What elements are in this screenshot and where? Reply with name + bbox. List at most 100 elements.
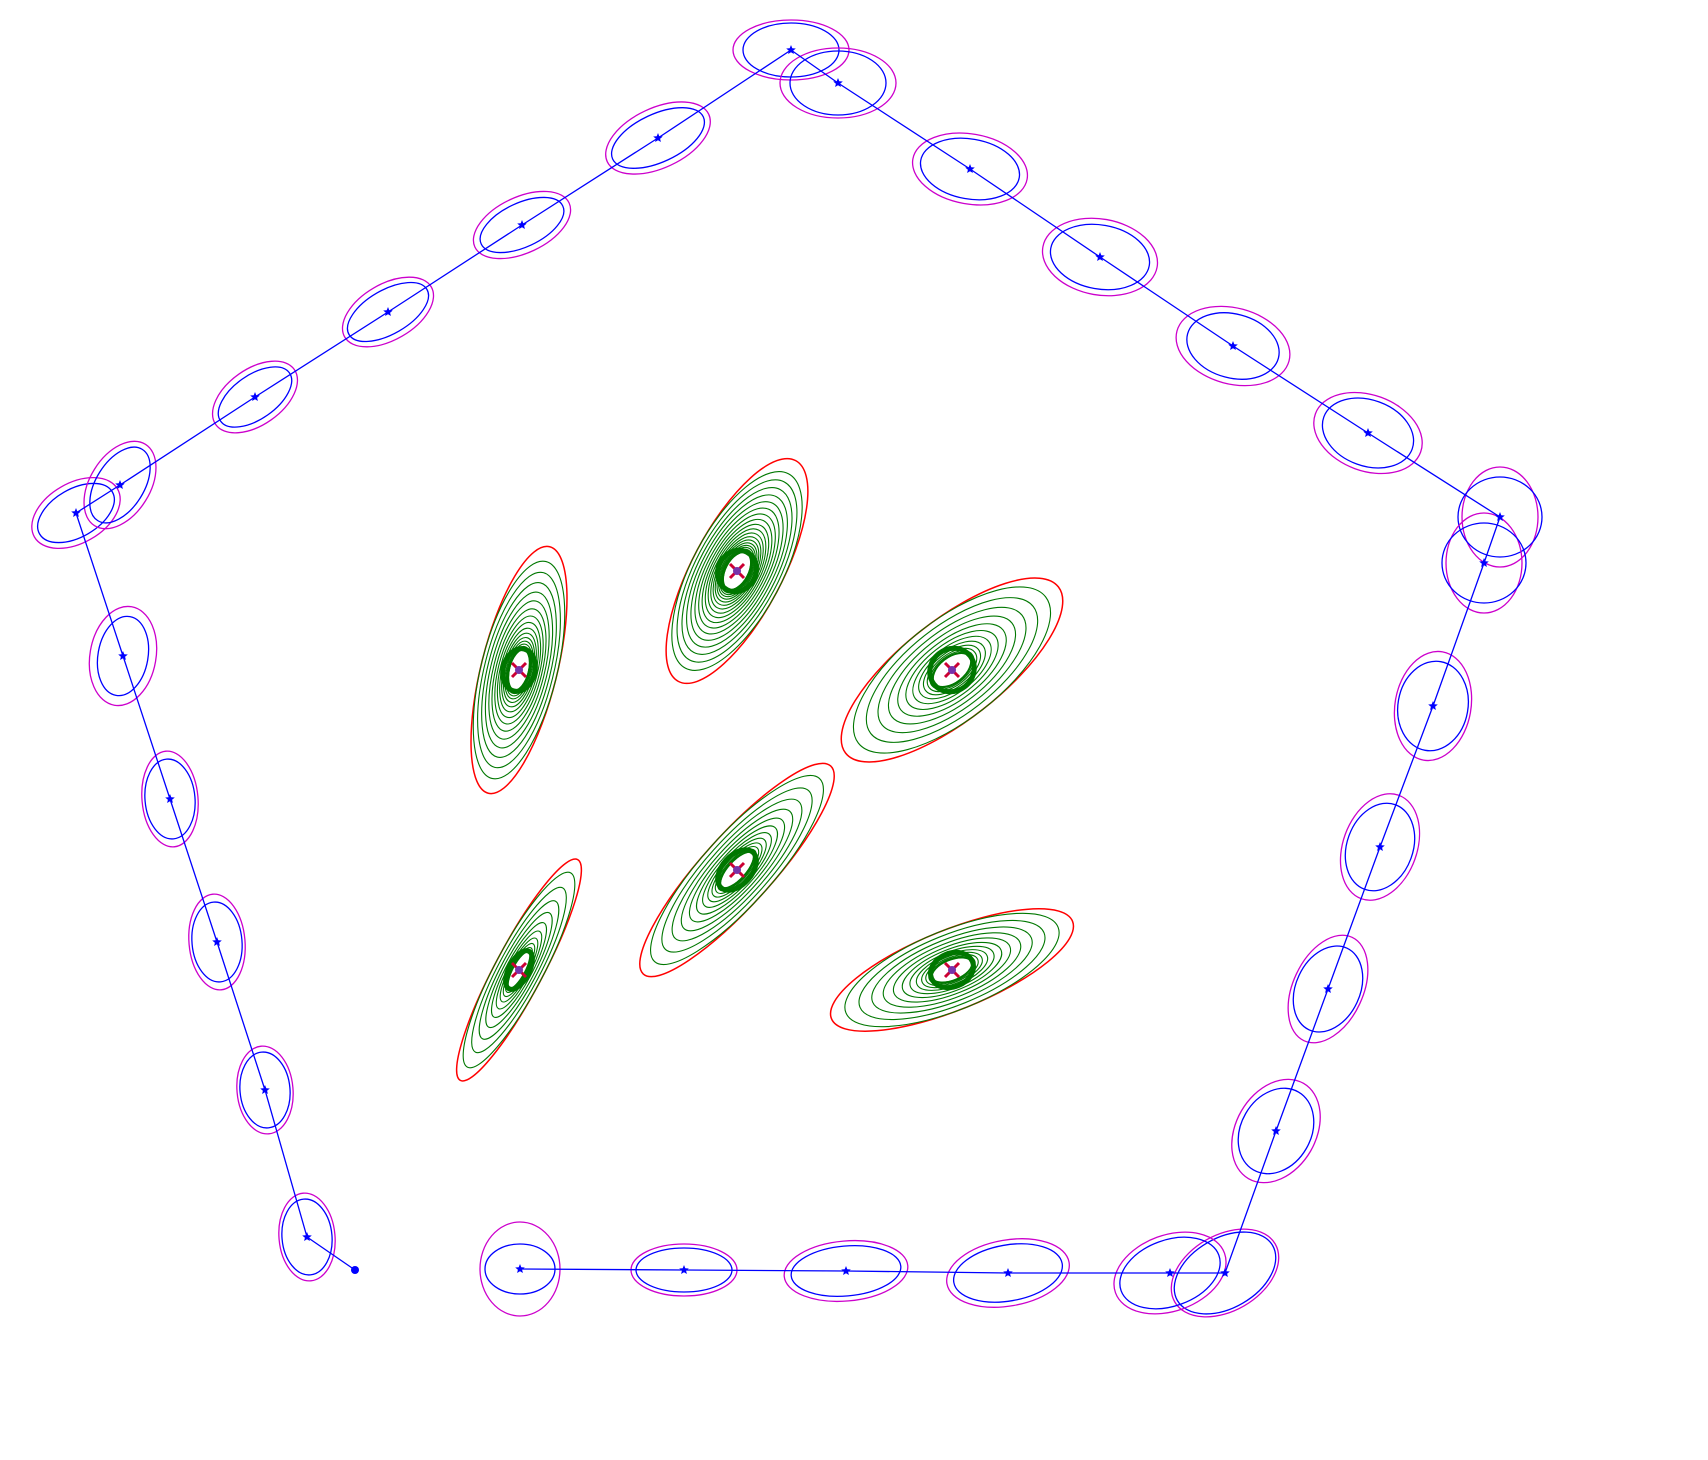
pose-ellipse-layer: [31, 19, 1543, 1318]
landmark-center-dot-icon: [515, 966, 523, 974]
landmark-update-ellipse: [887, 615, 1017, 725]
landmark-update-ellipse: [720, 548, 754, 594]
pose-star-icon: [260, 1085, 270, 1094]
landmark-update-ellipse: [676, 479, 798, 663]
landmark-update-ellipse: [681, 487, 793, 655]
pose-uncertainty-outer-ellipse: [783, 1239, 909, 1303]
landmark-group: [840, 577, 1064, 763]
pose-star-icon: [1479, 558, 1489, 567]
pose-star-icon: [250, 392, 260, 401]
landmark-update-ellipse: [686, 494, 788, 648]
landmark-update-ellipse: [494, 615, 544, 725]
landmark-update-ellipse: [462, 871, 576, 1069]
pose-uncertainty-inner-ellipse: [1397, 660, 1469, 752]
pose-uncertainty-inner-ellipse: [89, 446, 151, 524]
landmark-layer: [455, 457, 1075, 1082]
trajectory-layer: [75, 49, 1501, 1274]
pose-star-icon: [1271, 1126, 1281, 1135]
pose-uncertainty-outer-ellipse: [1393, 650, 1473, 762]
pose-star-icon: [841, 1266, 851, 1275]
landmark-converged-ellipse: [715, 547, 759, 595]
pose-star-icon: [212, 937, 222, 946]
pose-uncertainty-outer-ellipse: [1313, 391, 1423, 475]
landmark-update-ellipse: [671, 798, 803, 942]
landmark-update-ellipse: [925, 953, 979, 987]
landmark-update-ellipse: [488, 600, 550, 740]
pose-star-icon: [653, 133, 663, 142]
landmark-group: [455, 858, 583, 1082]
pose-star-icon: [1165, 1268, 1175, 1277]
landmark-update-ellipse: [694, 507, 780, 635]
landmark-update-ellipse: [650, 774, 824, 966]
landmark-update-ellipse: [496, 621, 542, 719]
pose-uncertainty-outer-ellipse: [211, 360, 299, 434]
pose-uncertainty-outer-ellipse: [83, 440, 157, 530]
pose-uncertainty-outer-ellipse: [1041, 217, 1159, 297]
pose-uncertainty-outer-ellipse: [472, 190, 572, 260]
pose-uncertainty-inner-ellipse: [1292, 945, 1364, 1033]
landmark-update-ellipse: [844, 912, 1060, 1028]
pose-star-icon: [1003, 1268, 1013, 1277]
landmark-update-ellipse: [897, 623, 1007, 717]
pose-uncertainty-inner-ellipse: [217, 366, 293, 428]
pose-uncertainty-inner-ellipse: [281, 1198, 333, 1276]
landmark-update-ellipse: [481, 582, 557, 758]
landmark-update-ellipse: [671, 471, 803, 671]
pose-uncertainty-outer-ellipse: [779, 47, 897, 119]
landmark-update-ellipse: [477, 571, 561, 769]
landmark-update-ellipse: [871, 926, 1033, 1014]
landmark-update-ellipse: [717, 848, 757, 892]
landmark-update-ellipse: [711, 842, 763, 898]
pose-star-icon: [1375, 842, 1385, 851]
pose-uncertainty-outer-ellipse: [911, 132, 1029, 206]
landmark-group: [639, 762, 835, 978]
landmark-update-ellipse: [698, 513, 776, 629]
landmark-update-ellipse: [472, 560, 566, 780]
pose-uncertainty-outer-ellipse: [732, 19, 850, 81]
landmark-center-dot-icon: [733, 866, 741, 874]
landmark-update-ellipse: [485, 911, 553, 1029]
pose-uncertainty-outer-ellipse: [1175, 305, 1291, 387]
landmark-update-ellipse: [719, 546, 755, 596]
pose-star-icon: [679, 1265, 689, 1274]
pose-uncertainty-inner-ellipse: [37, 482, 115, 544]
landmark-update-ellipse: [892, 937, 1012, 1003]
pose-uncertainty-inner-ellipse: [790, 1244, 902, 1298]
pose-star-icon: [1495, 512, 1505, 521]
landmark-update-ellipse: [852, 586, 1052, 754]
landmark-update-ellipse: [491, 608, 547, 732]
pose-star-icon: [1323, 984, 1333, 993]
pose-star-icon: [965, 164, 975, 173]
pose-star-icon: [1428, 701, 1438, 710]
pose-uncertainty-outer-ellipse: [278, 1192, 336, 1282]
landmark-center-dot-icon: [515, 666, 523, 674]
pose-star-icon: [302, 1232, 312, 1241]
landmark-update-ellipse: [901, 941, 1003, 999]
landmark-update-ellipse: [690, 501, 784, 641]
pose-uncertainty-outer-ellipse: [1445, 512, 1523, 614]
landmark-update-ellipse: [882, 932, 1022, 1008]
landmark-update-ellipse: [506, 645, 532, 695]
pose-star-icon: [517, 220, 527, 229]
pose-uncertainty-outer-ellipse: [1461, 466, 1539, 568]
landmark-group: [829, 908, 1075, 1032]
landmark-update-ellipse: [695, 825, 779, 915]
pose-star-icon: [1220, 1268, 1230, 1277]
landmark-group: [665, 457, 809, 685]
pose-uncertainty-inner-ellipse: [1186, 312, 1280, 380]
pose-uncertainty-inner-ellipse: [191, 901, 243, 983]
landmark-converged-ellipse: [500, 646, 538, 694]
landmark-update-ellipse: [505, 946, 533, 994]
pose-star-icon: [383, 307, 393, 316]
landmark-center-dot-icon: [948, 666, 956, 674]
landmark-converged-ellipse: [928, 949, 976, 991]
landmark-update-ellipse: [484, 591, 554, 749]
pose-star-icon: [1228, 341, 1238, 350]
landmark-converged-ellipse: [503, 948, 535, 992]
pose-star-icon: [115, 480, 125, 489]
pose-uncertainty-inner-ellipse: [789, 50, 887, 116]
landmark-update-ellipse: [490, 922, 548, 1018]
landmark-update-ellipse: [926, 647, 978, 693]
pose-uncertainty-inner-ellipse: [96, 615, 150, 697]
